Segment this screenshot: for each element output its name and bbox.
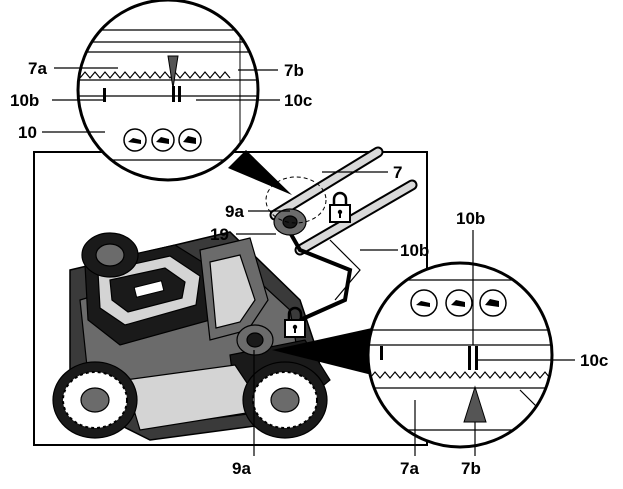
right-callout-wedge	[272, 328, 376, 376]
label-7-main: 7	[393, 163, 402, 182]
lawnmower-height-icon	[410, 289, 438, 317]
label-7b-bottom: 7b	[461, 459, 481, 478]
label-7b-top: 7b	[284, 61, 304, 80]
lawnmower-height-icon	[123, 128, 147, 152]
lock-icon	[329, 191, 351, 223]
handle-adjustment-knob-lower	[236, 324, 274, 356]
leader-lines	[42, 67, 575, 456]
rear-right-wheel	[242, 361, 328, 439]
right-detail-magnifier	[366, 261, 554, 449]
rear-left-wheel	[52, 361, 138, 439]
lawnmower-height-icon	[479, 289, 507, 317]
label-9a-main: 9a	[225, 202, 244, 221]
label-10b-top: 10b	[10, 91, 39, 110]
lawnmower-height-icon	[445, 289, 473, 317]
lawnmower-height-icon	[178, 128, 202, 152]
label-10b-main: 10b	[400, 241, 429, 260]
label-19-main: 19	[210, 225, 229, 244]
label-9a-bottom: 9a	[232, 459, 251, 478]
front-left-wheel	[81, 232, 139, 278]
lawnmower-illustration	[52, 146, 418, 441]
label-10b-right: 10b	[456, 209, 485, 228]
lawnmower-height-icon	[151, 128, 175, 152]
label-7a-top: 7a	[28, 59, 47, 78]
lock-icon	[284, 306, 306, 338]
top-callout-wedge	[228, 150, 292, 195]
handle-adjustment-knob-upper	[273, 208, 307, 236]
label-10-top: 10	[18, 123, 37, 142]
label-7a-bottom: 7a	[400, 459, 419, 478]
label-10c-right: 10c	[580, 351, 608, 370]
handle	[269, 146, 418, 322]
label-10c-top: 10c	[284, 91, 312, 110]
detail-focus-circle	[265, 176, 327, 224]
